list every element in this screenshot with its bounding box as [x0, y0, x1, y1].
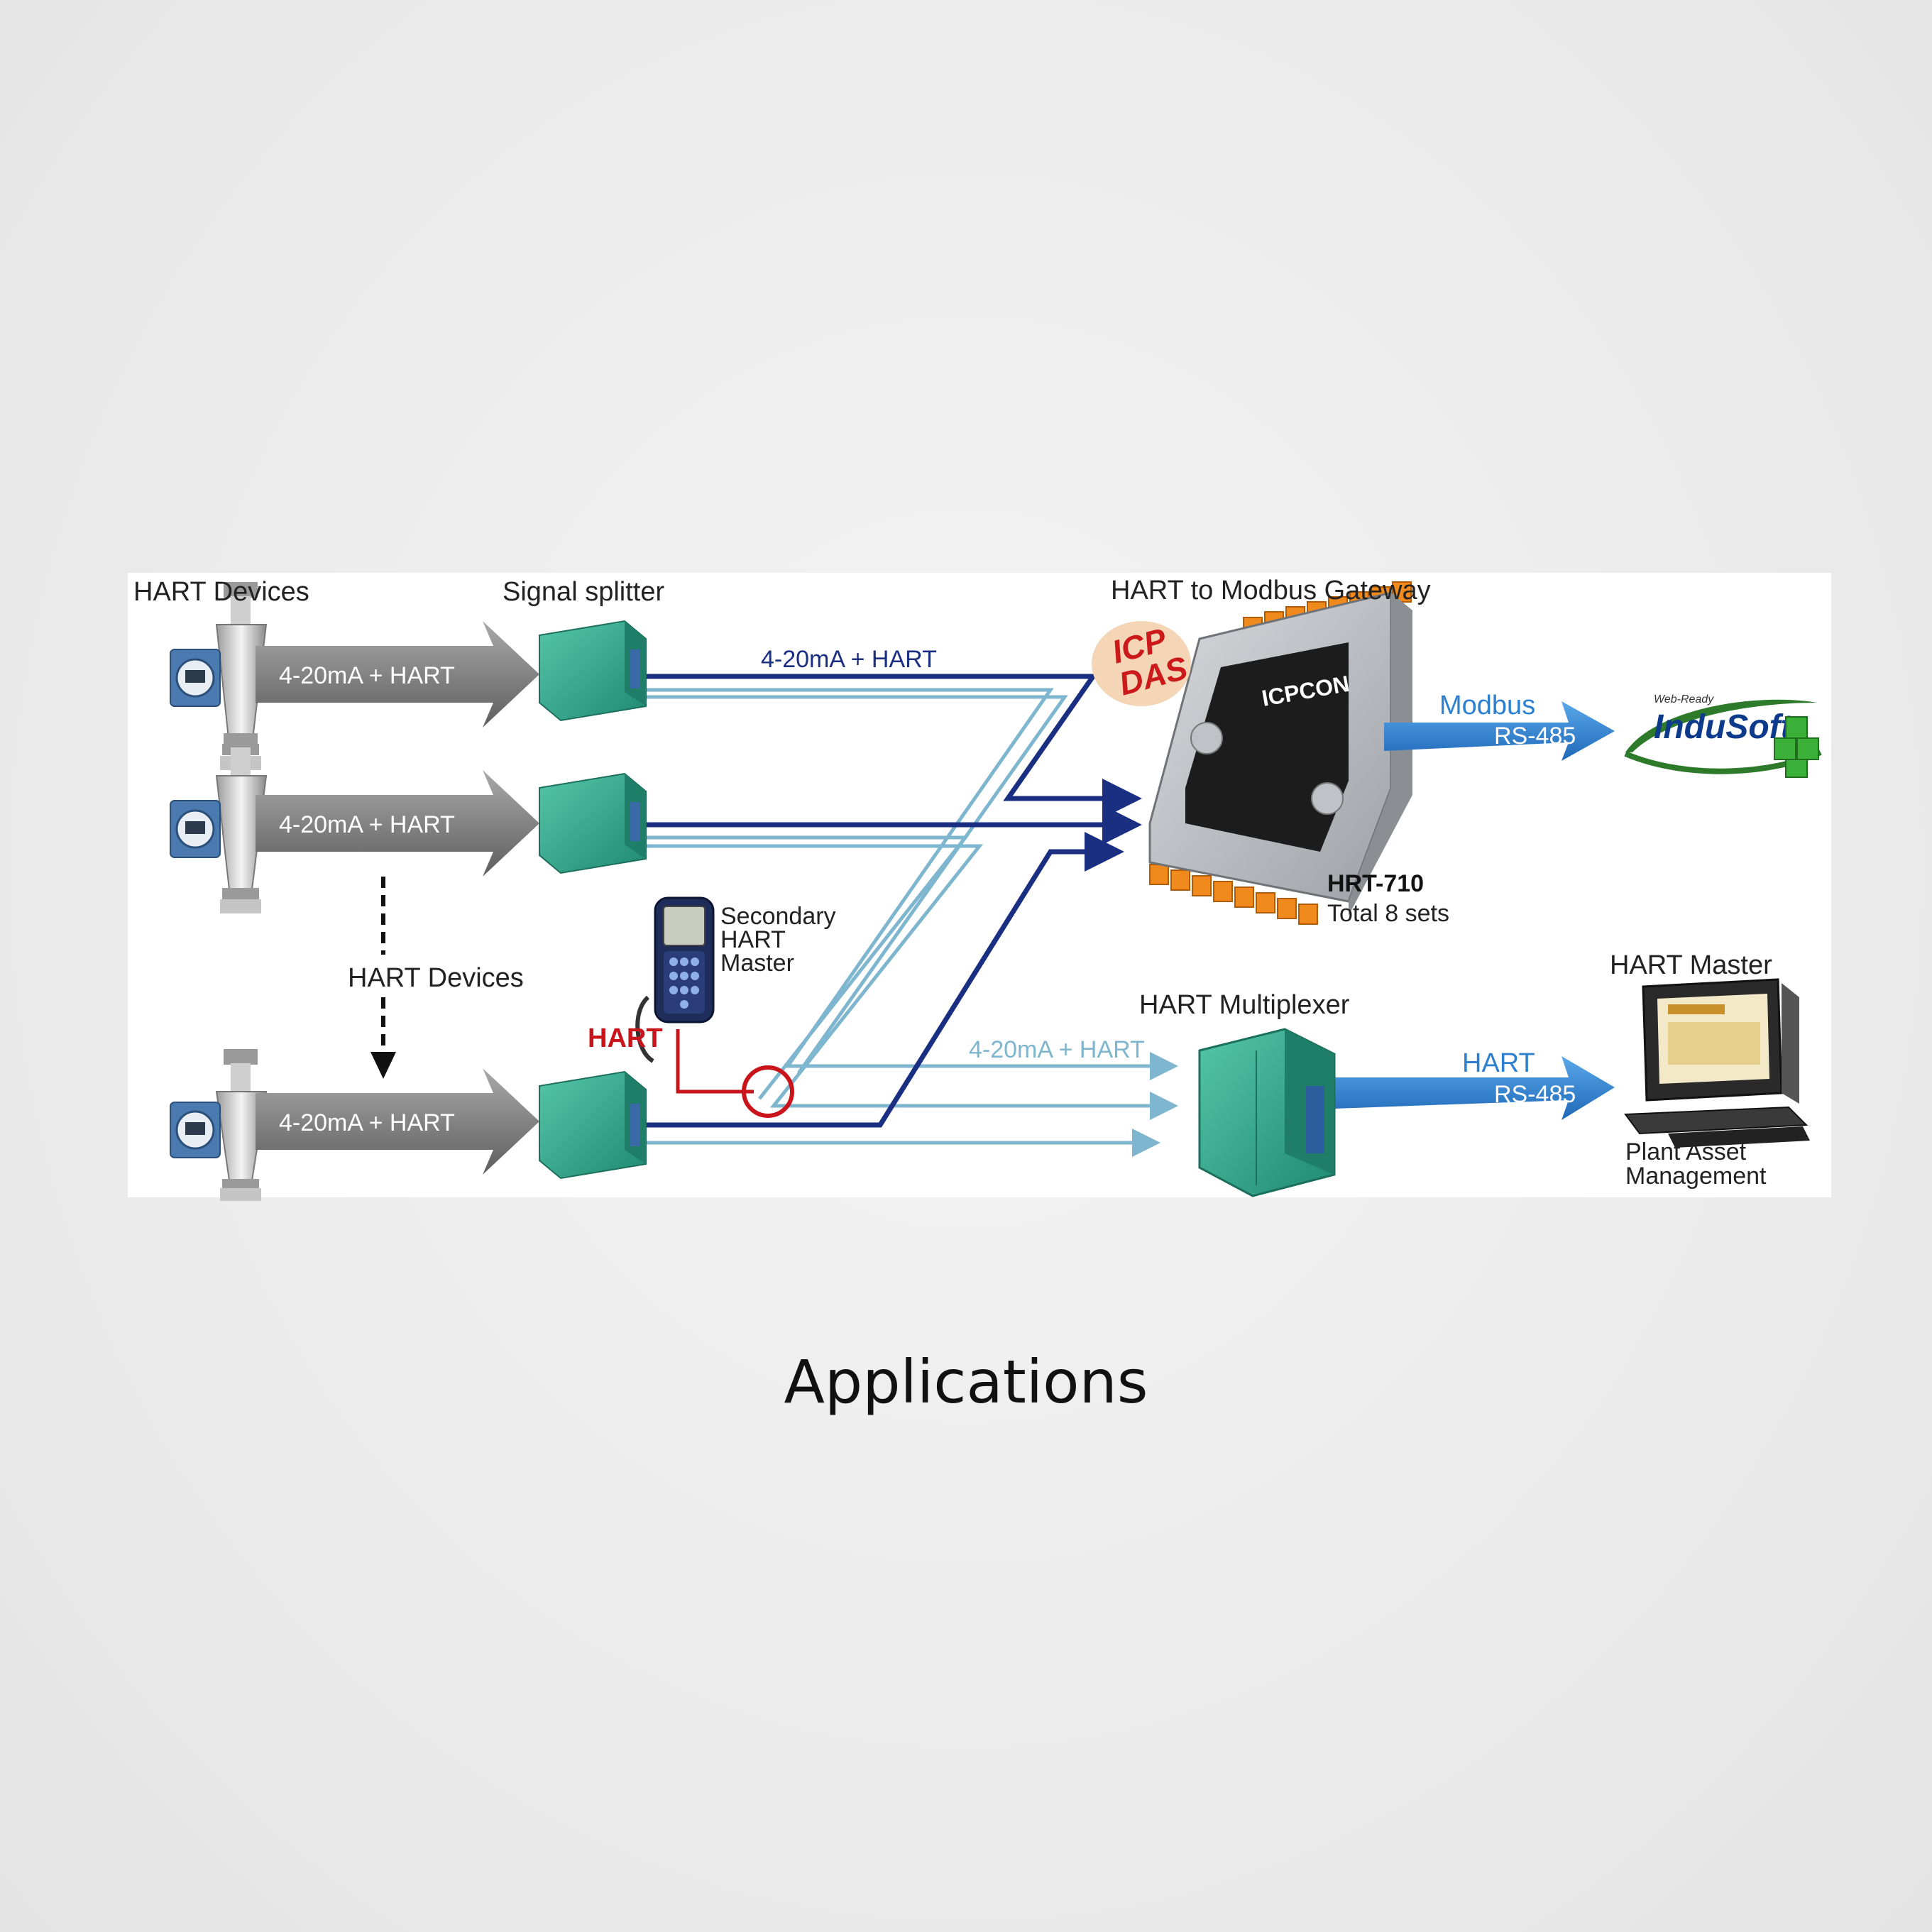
signal-splitter-1: [539, 620, 647, 722]
dashed-arrow-head: [371, 1052, 396, 1079]
label-plant-2: Management: [1625, 1163, 1767, 1190]
label-line-top: 4-20mA + HART: [761, 646, 937, 673]
hart-tap-circle: [742, 1065, 794, 1118]
line-row1-dark: [639, 674, 1142, 818]
line-row3-dark: [639, 832, 1124, 1128]
hart-device-1: [170, 582, 268, 770]
label-hart-red: HART: [588, 1023, 663, 1053]
signal-splitter-2: [539, 772, 647, 874]
label-arrow-3: 4-20mA + HART: [279, 1109, 455, 1136]
label-arrow-2: 4-20mA + HART: [279, 811, 455, 838]
gray-arrow-3: [256, 1068, 539, 1175]
hart-master-pc: [1624, 978, 1810, 1148]
line-row2-light-b: [639, 844, 1178, 1120]
label-rs485-top: RS-485: [1494, 723, 1576, 750]
label-modbus: Modbus: [1439, 691, 1535, 720]
label-hart-devices-title: HART Devices: [133, 577, 309, 607]
label-hrt-model: HRT-710: [1327, 870, 1424, 897]
label-gateway-title: HART to Modbus Gateway: [1111, 576, 1431, 605]
hart-device-3: [170, 1049, 268, 1201]
icpdas-logo: ICP DAS: [1092, 621, 1192, 706]
label-rs485-bottom: RS-485: [1494, 1081, 1576, 1108]
hrt-710-gateway: ICPCON: [1148, 581, 1412, 925]
line-row1-light-b: [639, 695, 1068, 1075]
label-secondary-3: Master: [720, 950, 794, 977]
connection-lines: [639, 674, 1178, 1157]
label-secondary-2: HART: [720, 926, 786, 953]
gray-arrow-2: [256, 770, 539, 877]
gray-arrow-1: [256, 621, 539, 728]
hart-multiplexer: [1198, 1028, 1336, 1197]
label-arrow-1: 4-20mA + HART: [279, 662, 455, 689]
label-hrt-sets: Total 8 sets: [1327, 900, 1449, 927]
label-plant-1: Plant Asset: [1625, 1138, 1747, 1165]
handheld-communicator: [635, 896, 715, 1063]
indusoft-logo: Web-Ready InduSoft: [1624, 693, 1822, 778]
label-hart-multiplexer: HART Multiplexer: [1139, 990, 1350, 1020]
svg-text:InduSoft: InduSoft: [1654, 708, 1794, 746]
signal-splitter-3: [539, 1070, 647, 1180]
svg-text:Web-Ready: Web-Ready: [1654, 693, 1714, 706]
hart-device-2: [170, 733, 268, 913]
line-row2-light-a: [639, 835, 970, 1100]
label-hart-devices-mid: HART Devices: [348, 963, 524, 993]
label-hart-blue: HART: [1462, 1048, 1535, 1078]
label-secondary-1: Secondary: [720, 903, 836, 930]
caption-applications: Applications: [784, 1347, 1148, 1417]
label-hart-master: HART Master: [1610, 950, 1772, 980]
label-line-bottom: 4-20mA + HART: [969, 1036, 1145, 1063]
label-signal-splitter: Signal splitter: [503, 577, 664, 607]
hart-rs485-arrow: [1334, 1056, 1615, 1120]
line-row1-light-a: [639, 688, 1178, 1080]
hart-red-line: [676, 1029, 754, 1094]
modbus-rs485-arrow: [1384, 701, 1615, 761]
